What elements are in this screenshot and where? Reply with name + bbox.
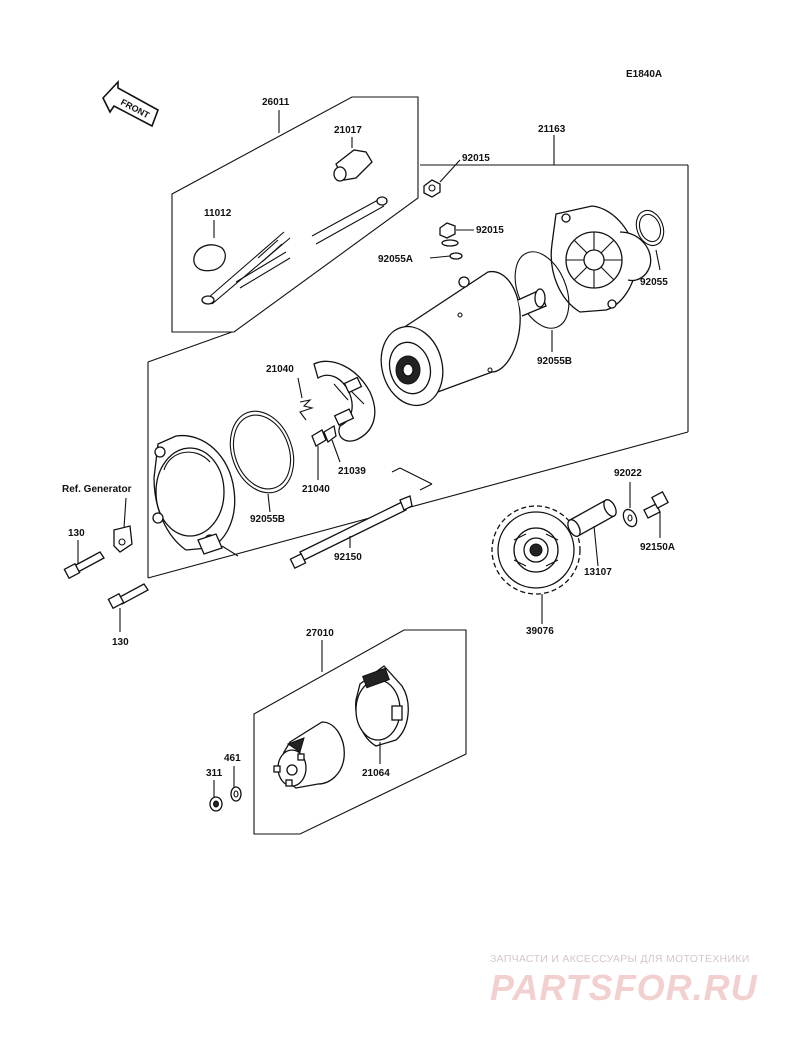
part-92055B-upper: 92055B — [537, 356, 572, 367]
starter-gear-icon — [491, 505, 581, 595]
o-ring-lower-icon — [229, 410, 295, 494]
gear-shaft-icon — [567, 499, 617, 537]
rear-cover-icon — [152, 434, 236, 555]
cable-icon — [201, 196, 388, 305]
washer-311-icon — [209, 796, 223, 812]
part-92015-upper: 92015 — [462, 153, 490, 164]
diagram-code: E1840A — [626, 69, 662, 80]
starter-clutch-group: 27010 21064 311 461 — [206, 628, 467, 835]
nut-icon — [423, 179, 441, 198]
part-21163: 21163 — [538, 124, 566, 135]
part-92055: 92055 — [640, 277, 668, 288]
washer-icon — [622, 508, 638, 528]
part-21064: 21064 — [362, 768, 390, 779]
terminal-nut-icon — [439, 222, 463, 260]
part-92022: 92022 — [614, 468, 642, 479]
spring-washer-461-icon — [230, 786, 242, 802]
part-92055B-lower: 92055B — [250, 514, 285, 525]
part-26011: 26011 — [262, 97, 290, 108]
part-21040-upper: 21040 — [266, 364, 294, 375]
rubber-boot-icon — [193, 244, 226, 272]
part-39076: 39076 — [526, 626, 554, 637]
watermark-brand: PARTSFOR.RU — [490, 967, 758, 1008]
ref-generator-label: Ref. Generator — [62, 484, 132, 495]
cable-assembly-group: 26011 21017 11012 — [171, 96, 419, 333]
part-92015-lower: 92015 — [476, 225, 504, 236]
bracket-icon — [113, 525, 133, 553]
part-21039: 21039 — [338, 466, 366, 477]
brush-spring-icon — [299, 399, 314, 421]
part-13107: 13107 — [584, 567, 612, 578]
watermark-tagline: ЗАПЧАСТИ И АКСЕССУАРЫ ДЛЯ МОТОТЕХНИКИ — [490, 953, 750, 965]
clutch-body-icon — [273, 721, 345, 789]
brush-icon — [311, 424, 337, 447]
part-21040-lower: 21040 — [302, 484, 330, 495]
bolt-130-upper-icon — [63, 551, 105, 580]
part-311: 311 — [206, 768, 223, 779]
part-130-upper: 130 — [68, 528, 85, 539]
front-cover-icon — [550, 205, 652, 313]
part-130-lower: 130 — [112, 637, 129, 648]
bolt-130-lower-icon — [107, 583, 149, 610]
bolt-92150A-icon — [643, 491, 669, 519]
yoke-armature-icon — [380, 271, 547, 407]
clutch-housing-icon — [355, 665, 409, 747]
starter-motor-group: 21163 92015 92015 92055A — [147, 124, 689, 579]
o-ring-icon — [635, 209, 665, 247]
part-27010: 27010 — [306, 628, 334, 639]
part-461: 461 — [224, 753, 241, 764]
part-92055A: 92055A — [378, 254, 413, 265]
part-11012: 11012 — [204, 208, 232, 219]
through-bolt-icon — [289, 495, 413, 569]
front-arrow-icon: FRONT — [102, 79, 159, 128]
terminal-cap-icon — [333, 149, 373, 182]
part-92150: 92150 — [334, 552, 362, 563]
part-92150A: 92150A — [640, 542, 675, 553]
brush-holder-icon — [313, 360, 376, 442]
part-21017: 21017 — [334, 125, 362, 136]
